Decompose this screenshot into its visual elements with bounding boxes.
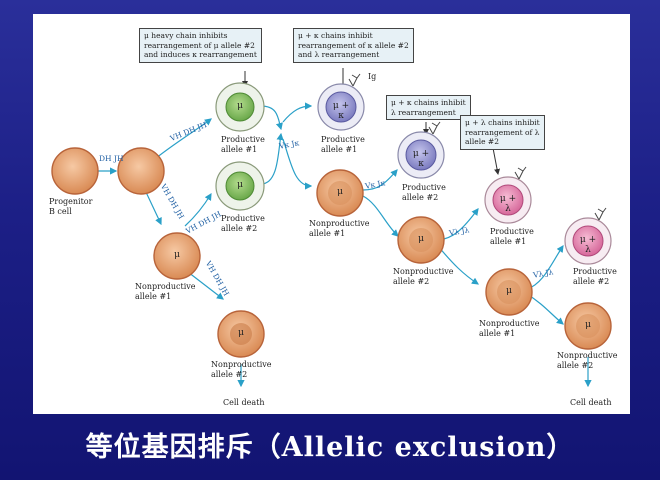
arrow-to-nonprod-k2 bbox=[362, 195, 399, 237]
cell-progenitor bbox=[51, 147, 99, 195]
mu-label: μ bbox=[337, 187, 343, 197]
cell-mu-lambda1 bbox=[484, 166, 532, 224]
arrow-to-nonprod1 bbox=[144, 189, 162, 226]
arrow-prod1-branch bbox=[260, 105, 283, 131]
prod-lambda2-caption: Productive allele #2 bbox=[573, 267, 617, 286]
cell-nonprod-l1 bbox=[485, 268, 533, 316]
nonprod-kappa1-caption: Nonproductive allele #1 bbox=[309, 219, 370, 238]
mu-label: μ bbox=[585, 320, 591, 330]
annotation-box-mu-kappa-lambda: μ + κ chains inhibit λ rearrangement bbox=[386, 95, 471, 120]
cell-nonprod-l2 bbox=[564, 302, 612, 350]
cell-mu-kappa2 bbox=[397, 121, 445, 179]
annotation-box-mu: μ heavy chain inhibits rearrangement of … bbox=[139, 28, 262, 63]
cell-nonprod-k1 bbox=[316, 169, 364, 217]
ig-label: Ig bbox=[368, 72, 377, 81]
cell-death-caption: Cell death bbox=[223, 398, 265, 407]
arrow-to-prod2 bbox=[184, 192, 212, 227]
arrow-to-mukappa2 bbox=[362, 169, 398, 191]
cell-nonprod-heavy2 bbox=[217, 310, 265, 358]
prod-kappa1-caption: Productive allele #1 bbox=[321, 135, 365, 154]
cell-prod-heavy2 bbox=[215, 161, 265, 211]
allelic-exclusion-diagram bbox=[51, 68, 612, 388]
mu-label: μ bbox=[174, 250, 180, 260]
cell-nonprod-heavy1 bbox=[153, 232, 201, 280]
mu-kappa-label: μ + κ bbox=[332, 101, 350, 121]
mu-label: μ bbox=[237, 101, 243, 111]
cell-death-caption: Cell death bbox=[570, 398, 612, 407]
mu-label: μ bbox=[418, 234, 424, 244]
nonprod-kappa2-caption: Nonproductive allele #2 bbox=[393, 267, 454, 286]
cell-prod-heavy1 bbox=[215, 82, 265, 132]
arrow-to-nonprod-k1 bbox=[282, 138, 313, 190]
prod-kappa2-caption: Productive allele #2 bbox=[402, 183, 446, 202]
gene-dj: DH JH bbox=[99, 154, 124, 163]
prod-heavy2-caption: Productive allele #2 bbox=[221, 214, 265, 233]
arrow-prod2-branch bbox=[260, 132, 284, 185]
nonprod-heavy1-caption: Nonproductive allele #1 bbox=[135, 282, 196, 301]
annotation-box-mu-kappa: μ + κ chains inhibit rearrangement of κ … bbox=[293, 28, 414, 63]
slide-title: 等位基因排斥（Allelic exclusion） bbox=[85, 432, 575, 463]
cell-dj bbox=[117, 147, 165, 195]
annotation-box-mu-lambda: μ + λ chains inhibit rearrangement of λ … bbox=[460, 115, 545, 150]
mu-kappa-label: μ + κ bbox=[412, 149, 430, 169]
mu-label: μ bbox=[238, 328, 244, 338]
cell-nonprod-k2 bbox=[397, 216, 445, 264]
arrow-to-mukappa bbox=[282, 102, 313, 123]
mu-label: μ bbox=[506, 286, 512, 296]
cell-mu-kappa1 bbox=[317, 73, 365, 131]
cell-mu-lambda2 bbox=[564, 207, 612, 265]
diagram-panel: μ μ μ μ μ + κ μ μ + κ μ μ + λ μ μ + λ μ … bbox=[33, 14, 630, 414]
prod-heavy1-caption: Productive allele #1 bbox=[221, 135, 265, 154]
nonprod-lambda2-caption: Nonproductive allele #2 bbox=[557, 351, 618, 370]
prod-lambda1-caption: Productive allele #1 bbox=[490, 227, 534, 246]
mu-lambda-label: μ + λ bbox=[579, 235, 597, 255]
progenitor-caption: Progenitor B cell bbox=[49, 197, 93, 216]
mu-lambda-label: μ + λ bbox=[499, 194, 517, 214]
nonprod-heavy2-caption: Nonproductive allele #2 bbox=[211, 360, 272, 379]
mu-label: μ bbox=[237, 180, 243, 190]
nonprod-lambda1-caption: Nonproductive allele #1 bbox=[479, 319, 540, 338]
